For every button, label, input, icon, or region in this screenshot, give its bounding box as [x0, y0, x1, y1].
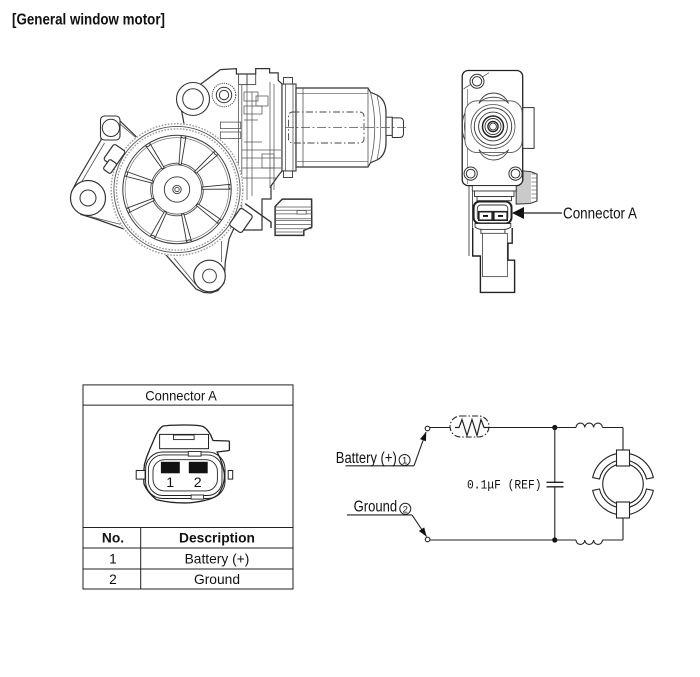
svg-text:2: 2 [109, 572, 117, 587]
svg-text:Connector A: Connector A [563, 206, 638, 223]
svg-text:Connector A: Connector A [145, 388, 217, 403]
svg-text:1: 1 [109, 551, 117, 566]
svg-text:No.: No. [102, 531, 124, 546]
svg-text:2: 2 [403, 504, 408, 515]
svg-text:Description: Description [179, 531, 255, 546]
svg-text:Ground: Ground [194, 572, 240, 587]
svg-text:[General window motor]: [General window motor] [12, 12, 165, 29]
svg-text:1: 1 [166, 475, 174, 491]
svg-text:Battery (+): Battery (+) [336, 450, 397, 467]
svg-text:2: 2 [194, 475, 202, 491]
svg-text:1: 1 [402, 456, 407, 467]
svg-text:Battery (+): Battery (+) [185, 551, 250, 566]
svg-text:Ground: Ground [354, 498, 398, 515]
svg-text:0.1μF (REF): 0.1μF (REF) [467, 479, 542, 493]
